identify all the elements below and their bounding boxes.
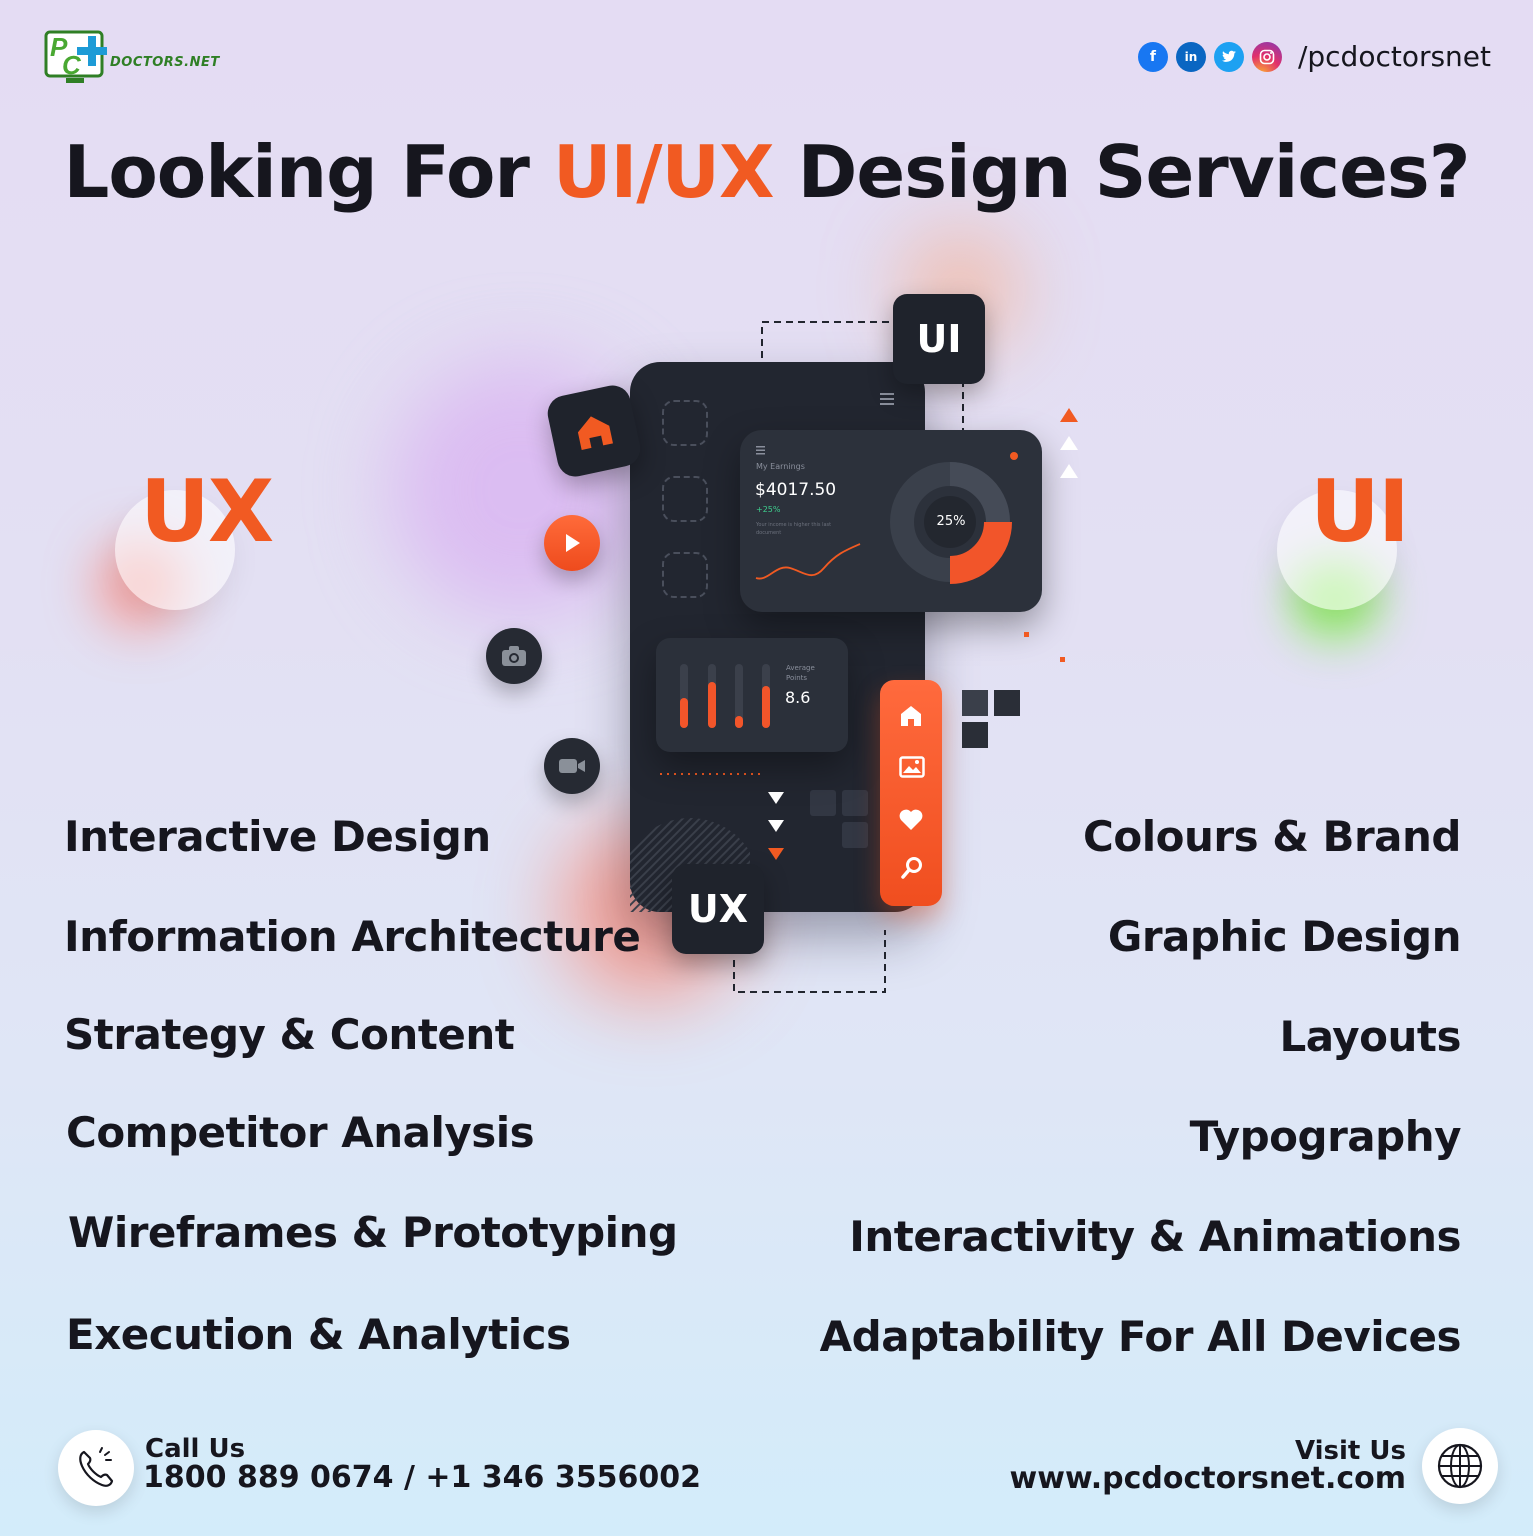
search-icon[interactable]	[900, 856, 924, 880]
ui-tile: UI	[893, 294, 985, 384]
home-icon	[577, 416, 613, 450]
bar-chart	[680, 664, 770, 728]
triangle-markers	[768, 792, 784, 860]
ui-heading: UI	[1310, 462, 1410, 562]
home-tile	[544, 382, 644, 480]
earnings-note: Your income is higher this last document	[756, 522, 832, 536]
ux-service-item: Strategy & Content	[64, 1010, 515, 1059]
ui-orb	[1277, 490, 1397, 610]
dot-decoration	[1060, 657, 1065, 662]
title-text-before: Looking For	[63, 130, 553, 214]
square-grid-decoration	[810, 790, 868, 848]
ux-service-item: Information Architecture	[64, 912, 641, 961]
social-links: f in /pcdoctorsnet	[1137, 40, 1491, 73]
camera-icon	[502, 646, 526, 666]
telephone-icon	[79, 1447, 114, 1487]
title-accent: UI/UX	[553, 130, 775, 214]
dot-decoration	[1024, 632, 1029, 637]
ux-tile: UX	[672, 864, 764, 954]
ui-service-item: Adaptability For All Devices	[819, 1312, 1462, 1361]
video-button[interactable]	[544, 738, 600, 794]
website-link[interactable]: www.pcdoctorsnet.com	[1009, 1461, 1406, 1496]
placeholder-slot	[662, 552, 708, 598]
pc-doctors-logo-mark: P C	[44, 30, 107, 83]
image-icon[interactable]	[899, 756, 925, 778]
ux-service-item: Execution & Analytics	[66, 1310, 571, 1359]
home-icon[interactable]	[899, 704, 923, 728]
placeholder-slot	[662, 400, 708, 446]
social-handle[interactable]: /pcdoctorsnet	[1297, 40, 1491, 73]
points-label: Points	[786, 674, 808, 682]
earnings-card: My Earnings $4017.50 +25% Your income is…	[740, 430, 1042, 612]
title-text-after: Design Services?	[773, 130, 1471, 214]
points-label: Average	[786, 664, 815, 672]
ui-service-item: Graphic Design	[1107, 912, 1462, 961]
phone-numbers[interactable]: 1800 889 0674 / +1 346 3556002	[143, 1460, 701, 1495]
visit-us-label: Visit Us	[1294, 1436, 1406, 1466]
call-us-label: Call Us	[145, 1434, 246, 1464]
ui-service-item: Colours & Brand	[1083, 812, 1461, 861]
svg-text:P: P	[50, 32, 68, 62]
svg-text:C: C	[62, 50, 82, 80]
orange-nav-bar	[880, 680, 942, 906]
square-grid-decoration	[962, 690, 1020, 748]
globe-icon	[1437, 1443, 1483, 1489]
ui-service-item: Typography	[1189, 1112, 1462, 1161]
facebook-icon[interactable]: f	[1137, 41, 1168, 72]
ux-service-item: Interactive Design	[64, 812, 491, 861]
menu-icon	[756, 446, 765, 455]
ux-service-item: Competitor Analysis	[66, 1108, 535, 1157]
points-card: Average Points 8.6	[656, 638, 848, 752]
dotted-line	[660, 773, 760, 775]
ux-service-item: Wireframes & Prototyping	[68, 1208, 678, 1257]
ui-service-item: Interactivity & Animations	[849, 1212, 1461, 1261]
video-camera-icon	[559, 759, 585, 773]
placeholder-slot	[662, 476, 708, 522]
play-button[interactable]	[544, 515, 600, 571]
call-icon[interactable]	[58, 1430, 134, 1506]
camera-button[interactable]	[486, 628, 542, 684]
linkedin-icon[interactable]: in	[1175, 41, 1206, 72]
status-dot	[1010, 452, 1018, 460]
donut-value: 25%	[936, 514, 966, 529]
ui-service-item: Layouts	[1279, 1012, 1461, 1061]
points-value: 8.6	[785, 688, 811, 707]
ux-orb	[115, 490, 235, 610]
triangle-markers	[1060, 408, 1078, 478]
earnings-sparkline	[755, 543, 861, 580]
ux-heading: UX	[140, 462, 274, 562]
donut-chart	[890, 462, 1012, 584]
dashed-connectors	[733, 321, 964, 993]
play-icon	[566, 534, 580, 552]
page-title: Looking For UI/UX Design Services?	[0, 130, 1533, 214]
menu-icon	[880, 393, 894, 405]
earnings-change: +25%	[756, 505, 781, 514]
heart-icon[interactable]	[898, 808, 924, 832]
globe-button[interactable]	[1422, 1428, 1498, 1504]
twitter-icon[interactable]	[1213, 41, 1244, 72]
earnings-label: My Earnings	[756, 462, 805, 471]
logo-wordmark: DOCTORS.NET	[110, 55, 220, 70]
company-logo: P C DOCTORS.NET	[44, 28, 224, 98]
instagram-icon[interactable]	[1251, 41, 1282, 72]
earnings-value: $4017.50	[755, 480, 837, 500]
